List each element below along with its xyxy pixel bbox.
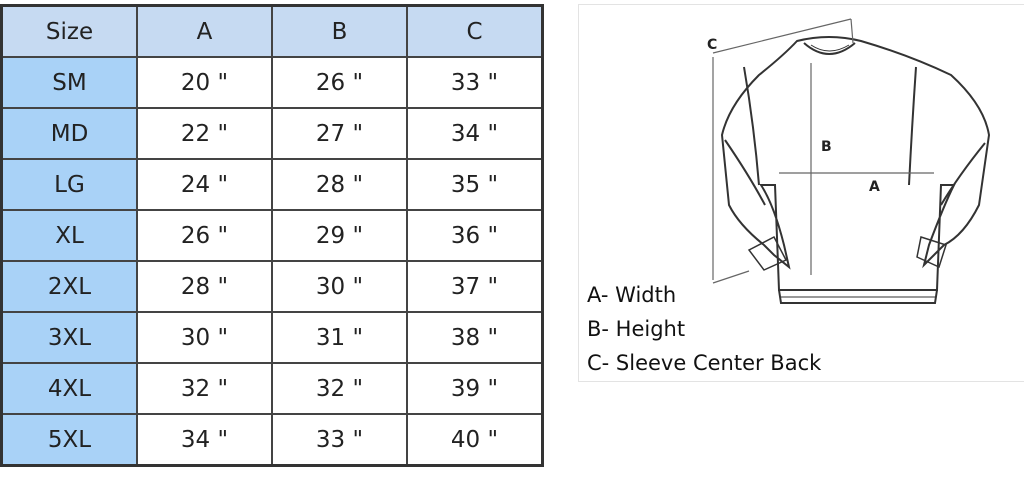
measurement-cell: 27 " [271, 107, 408, 160]
header-b: B [271, 4, 408, 58]
measurement-cell: 34 " [406, 107, 544, 160]
sweater-diagram-panel: C B A A- Width B- Height C- Sleeve Cente… [578, 4, 1024, 382]
header-c: C [406, 4, 544, 58]
header-a: A [136, 4, 273, 58]
sweater-outline [720, 36, 991, 304]
size-cell: 5XL [0, 413, 138, 467]
measurement-cell: 30 " [271, 260, 408, 313]
measurement-cell: 35 " [406, 158, 544, 211]
size-cell: XL [0, 209, 138, 262]
measurement-cell: 32 " [136, 362, 273, 415]
legend-width: A- Width [587, 283, 677, 307]
measurement-cell: 20 " [136, 56, 273, 109]
size-cell: 2XL [0, 260, 138, 313]
measurement-cell: 28 " [271, 158, 408, 211]
measurement-cell: 28 " [136, 260, 273, 313]
measurement-cell: 29 " [271, 209, 408, 262]
measurement-cell: 33 " [406, 56, 544, 109]
measurement-cell: 26 " [271, 56, 408, 109]
header-size: Size [0, 4, 138, 58]
legend-sleeve: C- Sleeve Center Back [587, 351, 822, 375]
label-b: B [821, 139, 832, 155]
measurement-cell: 32 " [271, 362, 408, 415]
sweater-diagram: C B A [707, 18, 991, 304]
measurement-cell: 22 " [136, 107, 273, 160]
size-cell: SM [0, 56, 138, 109]
size-cell: LG [0, 158, 138, 211]
size-cell: MD [0, 107, 138, 160]
measurement-cell: 37 " [406, 260, 544, 313]
legend-height: B- Height [587, 317, 686, 341]
measurement-cell: 36 " [406, 209, 544, 262]
size-cell: 4XL [0, 362, 138, 415]
measurement-cell: 40 " [406, 413, 544, 467]
label-a: A [869, 179, 880, 195]
measurement-cell: 24 " [136, 158, 273, 211]
measurement-cell: 26 " [136, 209, 273, 262]
measurement-cell: 31 " [271, 311, 408, 364]
measurement-cell: 33 " [271, 413, 408, 467]
measurement-cell: 38 " [406, 311, 544, 364]
size-cell: 3XL [0, 311, 138, 364]
table-header-row: Size A B C [0, 4, 544, 58]
label-c: C [707, 37, 717, 53]
measurement-cell: 39 " [406, 362, 544, 415]
measurement-cell: 34 " [136, 413, 273, 467]
measurement-cell: 30 " [136, 311, 273, 364]
measure-lines [712, 18, 934, 284]
